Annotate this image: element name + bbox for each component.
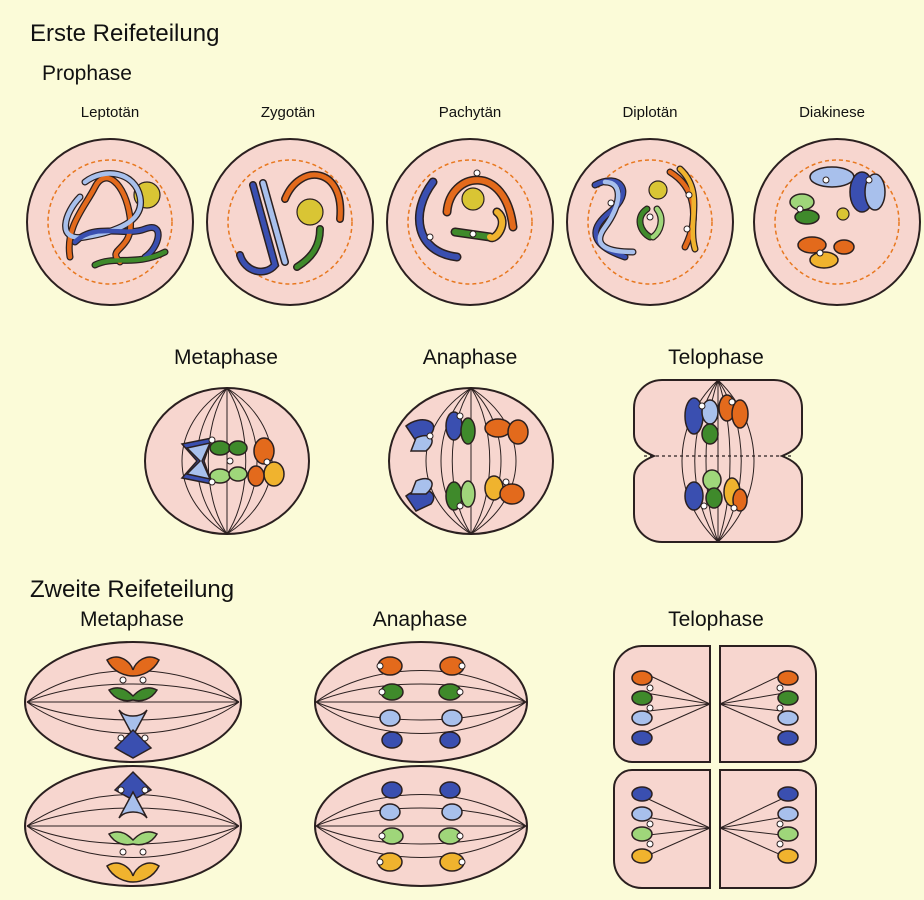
stage-label-diplotaen: Diplotän xyxy=(622,104,677,121)
nucleolus xyxy=(462,188,484,210)
stage-label-pachytaen: Pachytän xyxy=(439,104,502,121)
meiosis2-anaphase-cells xyxy=(312,640,530,890)
nucleolus xyxy=(649,181,667,199)
zygotaen-cell xyxy=(205,137,375,307)
stage-label-zygotaen: Zygotän xyxy=(261,104,315,121)
meiosis2-metaphase-label: Metaphase xyxy=(80,608,184,632)
meiosis1-metaphase-cell xyxy=(142,386,312,536)
second-division-title: Zweite Reifeteilung xyxy=(30,576,234,604)
meiosis1-telophase-label: Telophase xyxy=(668,346,764,370)
meiosis1-anaphase-label: Anaphase xyxy=(423,346,518,370)
nucleolus xyxy=(837,208,849,220)
prophase-title: Prophase xyxy=(42,62,132,86)
nucleolus xyxy=(297,199,323,225)
meiosis1-anaphase-cell xyxy=(386,386,556,536)
meiosis2-telophase-cells xyxy=(612,644,818,890)
stage-label-leptotaen: Leptotän xyxy=(81,104,139,121)
diplotaen-cell xyxy=(565,137,735,307)
first-division-title: Erste Reifeteilung xyxy=(30,20,219,48)
leptotaen-cell xyxy=(25,137,195,307)
meiosis2-telophase-label: Telophase xyxy=(668,608,764,632)
meiosis2-metaphase-cells xyxy=(23,640,243,890)
meiosis1-telophase-cell xyxy=(632,376,804,546)
meiosis1-metaphase-label: Metaphase xyxy=(174,346,278,370)
diakinese-cell xyxy=(752,137,922,307)
pachytaen-cell xyxy=(385,137,555,307)
stage-label-diakinese: Diakinese xyxy=(799,104,865,121)
meiosis2-anaphase-label: Anaphase xyxy=(373,608,468,632)
